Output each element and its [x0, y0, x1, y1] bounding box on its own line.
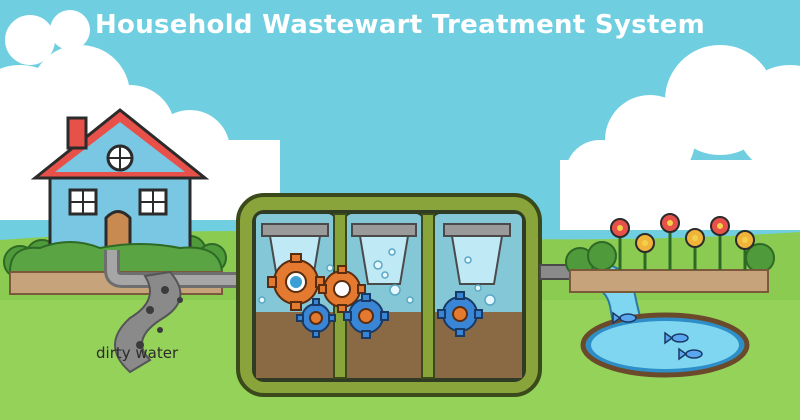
pond-water [591, 321, 739, 369]
diagram-title: Household Wastewart Treatment System [94, 10, 706, 40]
fish [612, 311, 703, 361]
filter-basket-3 [450, 235, 504, 285]
gear-icon [343, 293, 389, 339]
filter-baskets [261, 223, 511, 285]
dirty-particles [136, 286, 183, 349]
dirty-water-stream [114, 270, 182, 374]
inlet-pipe-inner [107, 250, 240, 285]
gear-icon [437, 291, 483, 337]
house [30, 108, 210, 252]
dirty-water-label: dirty water [96, 344, 179, 362]
gear-icon [296, 298, 336, 338]
bubbles [258, 248, 496, 306]
flower-bed-soil [569, 269, 769, 293]
cloud-top-left [5, 10, 90, 65]
gear-icon [267, 253, 325, 311]
filter-basket-2 [358, 235, 410, 285]
front-door [104, 210, 132, 252]
divider-2 [421, 213, 435, 379]
gear-icon [318, 265, 366, 313]
flowers [610, 213, 755, 270]
chimney [66, 116, 88, 150]
cloud-right [560, 45, 800, 230]
